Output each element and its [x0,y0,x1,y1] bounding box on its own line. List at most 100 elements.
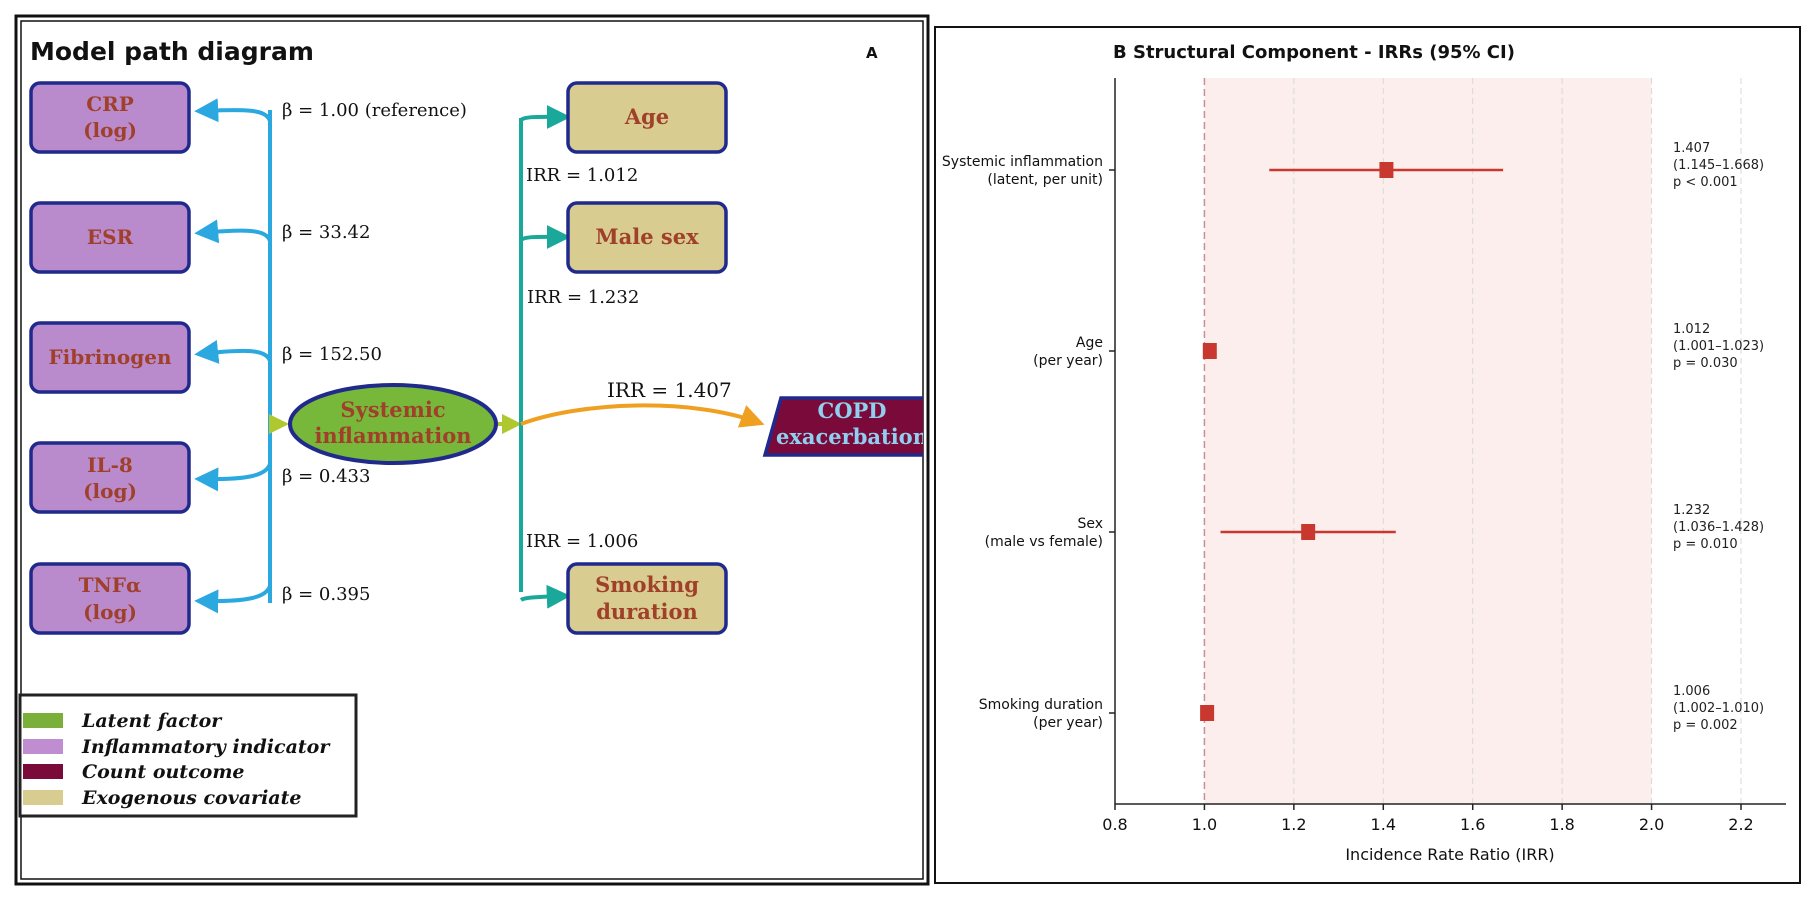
forest-rows: Systemic inflammation (latent, per unit) 1… [942,141,1764,733]
indicator-fibrinogen: Fibrinogen [29,321,191,394]
x-tick-label: 1.2 [1281,815,1306,834]
legend-label: Count outcome [82,761,245,783]
chart-title: B Structural Component - IRRs (95% CI) [1113,42,1515,63]
point-estimate [1202,343,1217,359]
outcome-label: COPD [817,398,886,423]
covariate-box [566,201,728,274]
indicator-label: CRP [86,92,134,116]
covariate-arrow-age [519,104,571,129]
covariate-label: Male sex [595,224,699,249]
covariate-box [566,562,728,635]
annotation-ci: (1.036–1.428) [1673,520,1764,535]
legend-swatch [23,713,63,728]
forest-row: Age (per year) 1.012 (1.001–1.023) p = 0.030 [1033,322,1764,371]
indicator-box [29,562,191,635]
point-estimate [1379,162,1394,178]
covariate-arrow-sex [519,224,571,249]
annotation-ci: (1.001–1.023) [1673,339,1764,354]
panel-b: B Structural Component - IRRs (95% CI) 0… [934,26,1801,884]
outcome-irr-label: IRR = 1.407 [607,378,732,402]
indicator-label: Fibrinogen [48,345,172,369]
legend-label: Latent factor [81,710,223,732]
latent-sublabel: inflammation [314,423,471,448]
annotation-ci: (1.002–1.010) [1673,701,1764,716]
row-label: Sex [1077,516,1103,532]
loading-arrow-fibrinogen [194,340,272,364]
annotation-p: p = 0.002 [1673,718,1738,733]
row-label: Systemic inflammation [942,154,1103,170]
panel-a: Model path diagram A CRP (log) ESR Fibri… [14,14,930,886]
covariate-sublabel: duration [596,599,698,624]
beta-label: β = 0.433 [282,466,370,487]
covariate-arrow-smoking [519,584,571,609]
legend-label: Exogenous covariate [81,787,301,809]
irr-label: IRR = 1.232 [527,287,639,308]
legend-swatch [23,739,63,754]
shaded-range [1204,78,1652,804]
forest-row: Sex (male vs female) 1.232 (1.036–1.428) p =… [985,503,1764,552]
panel-a-tag: A [866,44,878,62]
outcome-shape [762,396,923,457]
row-label: Age [1076,335,1103,351]
indicator-sublabel: (log) [83,479,137,503]
panel-a-title: Model path diagram [30,37,314,66]
indicator-il8: IL-8 (log) [29,441,191,514]
loading-arrows [194,98,272,614]
beta-label: β = 33.42 [282,222,370,243]
covariate-arrows [519,104,571,609]
legend-item-indicator: Inflammatory indicator [23,736,331,758]
outcome-sublabel: exacerbation [776,424,928,449]
row-sublabel: (male vs female) [985,534,1103,550]
indicator-box [29,441,191,514]
point-estimate [1301,524,1316,540]
annotation-irr: 1.012 [1673,322,1710,337]
forest-row: Systemic inflammation (latent, per unit) 1… [942,141,1764,190]
indicator-sublabel: (log) [83,118,137,142]
covariate-age: Age [566,81,728,154]
annotation-ci: (1.145–1.668) [1673,158,1764,173]
legend: Latent factor Inflammatory indicator Cou… [18,693,358,818]
point-estimate [1200,705,1215,721]
annotation-p: p = 0.030 [1673,356,1738,371]
annotation-p: p = 0.010 [1673,537,1738,552]
irr-label: IRR = 1.012 [526,165,638,186]
beta-label: β = 152.50 [282,344,382,365]
loading-arrow-esr [194,219,272,244]
covariate-male-sex: Male sex [566,201,728,274]
annotation-irr: 1.006 [1673,684,1710,699]
outcome-arrow [520,403,765,428]
indicator-box [29,321,191,394]
beta-label: β = 1.00 (reference) [282,100,467,121]
legend-item-covariate: Exogenous covariate [23,787,301,809]
row-label: Smoking duration [979,697,1103,713]
indicator-box [29,81,191,154]
row-sublabel: (latent, per unit) [987,172,1103,188]
legend-swatch [23,790,63,805]
covariate-label: Age [624,104,669,129]
x-tick-label: 1.8 [1549,815,1574,834]
x-tick-label: 1.4 [1371,815,1396,834]
beta-label: β = 0.395 [282,584,370,605]
x-tick-label: 2.2 [1728,815,1753,834]
x-tick-label: 2.0 [1639,815,1664,834]
indicator-sublabel: (log) [83,600,137,624]
annotation-irr: 1.407 [1673,141,1710,156]
indicator-crp: CRP (log) [29,81,191,154]
row-sublabel: (per year) [1033,353,1103,369]
indicator-label: IL-8 [87,453,133,477]
latent-ellipse [288,383,498,465]
loading-arrow-crp [194,98,272,123]
x-axis-label: Incidence Rate Ratio (IRR) [1345,845,1554,864]
forest-row: Smoking duration(per year)1.006(1.002–1.… [979,684,1764,733]
x-tick-label: 1.0 [1192,815,1217,834]
irr-label: IRR = 1.006 [526,531,638,552]
latent-label: Systemic [340,397,445,422]
latent-node: Systemic inflammation [288,383,498,465]
covariate-box [566,81,728,154]
indicator-label: TNFα [79,573,142,597]
indicator-box [29,201,191,274]
annotation-irr: 1.232 [1673,503,1710,518]
loading-arrow-il8 [194,463,272,492]
